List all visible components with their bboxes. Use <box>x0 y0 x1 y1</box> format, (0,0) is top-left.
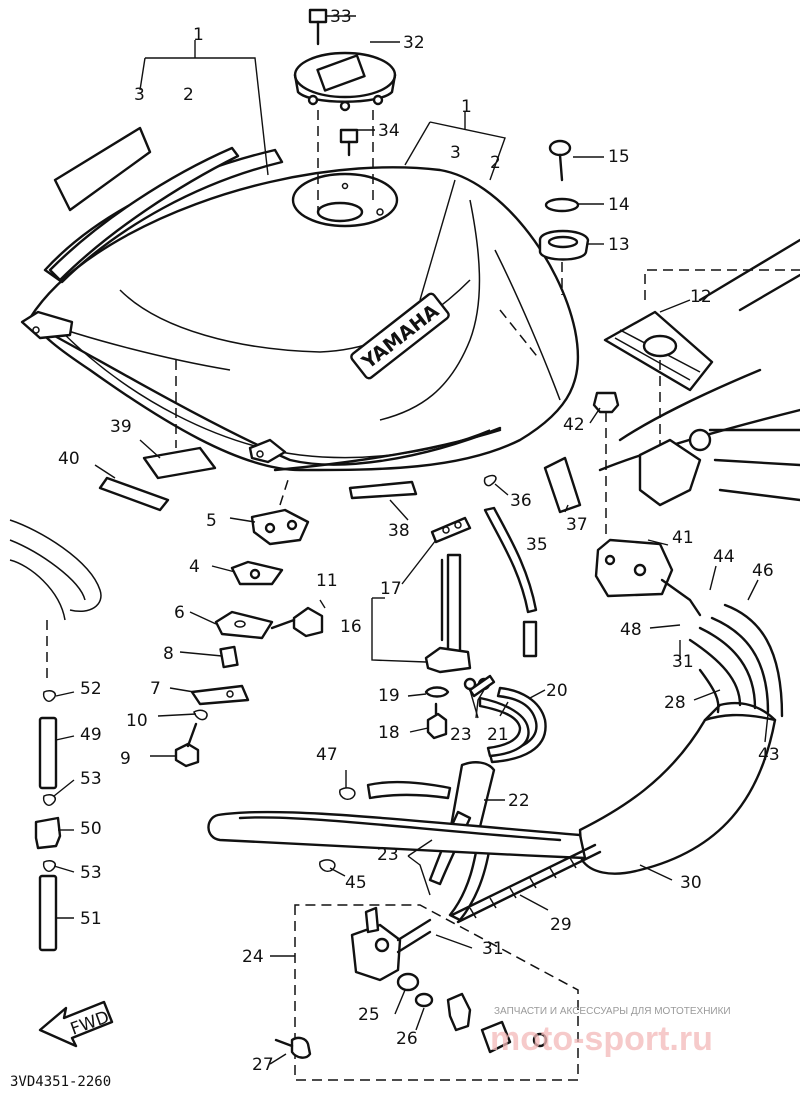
part-label: 50 <box>80 819 102 839</box>
part-label: 11 <box>316 571 338 591</box>
part-label: 38 <box>388 521 410 541</box>
part-label: 5 <box>206 511 217 531</box>
part-label: 15 <box>608 147 630 167</box>
part-label: 25 <box>358 1005 380 1025</box>
fuel-pipe-assembly <box>371 516 472 674</box>
part-label: 52 <box>80 679 102 699</box>
part-label: 27 <box>252 1055 274 1075</box>
part-label: 49 <box>80 725 102 745</box>
part-label: 22 <box>508 791 530 811</box>
fuel-tank <box>20 148 580 472</box>
part-label: 51 <box>80 909 102 929</box>
breather-hose <box>483 474 538 658</box>
label-brackets <box>139 40 506 301</box>
part-label: 34 <box>378 121 400 141</box>
part-label: 42 <box>563 415 585 435</box>
part-label: 8 <box>163 644 174 664</box>
part-label: 26 <box>396 1029 418 1049</box>
part-label: 53 <box>80 769 102 789</box>
part-label: 17 <box>380 579 402 599</box>
filler-opening <box>291 172 399 228</box>
part-label: 3 <box>134 85 145 105</box>
part-label: 36 <box>510 491 532 511</box>
part-label: 10 <box>126 711 148 731</box>
part-label: 23 <box>377 845 399 865</box>
part-label: 1 <box>193 25 204 45</box>
screw-washer <box>424 686 450 740</box>
part-label: 16 <box>340 617 362 637</box>
part-label: 6 <box>174 603 185 623</box>
leader-lines <box>53 41 769 1065</box>
part-label: 1 <box>461 97 472 117</box>
part-label: 9 <box>120 749 131 769</box>
part-label: 13 <box>608 235 630 255</box>
watermark-logo: moto-sport.ru <box>490 1020 713 1058</box>
tank-brackets <box>174 479 326 768</box>
sub-air-tank <box>207 603 784 875</box>
part-label: 12 <box>690 287 712 307</box>
frame-section <box>598 238 800 507</box>
sender-unit <box>592 391 702 617</box>
left-hose-set <box>9 519 102 952</box>
hose-clips <box>318 780 452 873</box>
part-label: 2 <box>490 153 501 173</box>
cable <box>450 843 602 924</box>
mount-bolt-grommet <box>538 139 604 295</box>
part-label: 4 <box>189 557 200 577</box>
part-label: 33 <box>330 7 352 27</box>
part-label: 41 <box>672 528 694 548</box>
watermark: ЗАПЧАСТИ И АКСЕССУАРЫ ДЛЯ МОТОТЕХНИКИ mo… <box>490 1006 731 1058</box>
part-label: 23 <box>450 725 472 745</box>
part-label: 24 <box>242 947 264 967</box>
part-label: 3 <box>450 143 461 163</box>
diagram-code: 3VD4351-2260 <box>10 1074 111 1090</box>
fuel-cock-assembly <box>274 904 579 1081</box>
part-label: 35 <box>526 535 548 555</box>
part-label: 47 <box>316 745 338 765</box>
part-label: 21 <box>487 725 509 745</box>
part-label: 32 <box>403 33 425 53</box>
part-label: 28 <box>664 693 686 713</box>
part-label: 19 <box>378 686 400 706</box>
tank-decal-left <box>48 126 240 282</box>
part-label: 43 <box>758 745 780 765</box>
fuel-cap-assembly <box>293 8 397 210</box>
part-label: 44 <box>713 547 735 567</box>
fwd-label: FWD <box>68 1007 112 1039</box>
part-label: 14 <box>608 195 630 215</box>
part-label: 40 <box>58 449 80 469</box>
part-label: 20 <box>546 681 568 701</box>
part-label: 45 <box>345 873 367 893</box>
part-label: 29 <box>550 915 572 935</box>
part-label: 18 <box>378 723 400 743</box>
part-label: 30 <box>680 873 702 893</box>
part-label: 46 <box>752 561 774 581</box>
part-label: 53 <box>80 863 102 883</box>
part-label: 48 <box>620 620 642 640</box>
part-label: 37 <box>566 515 588 535</box>
part-label: 7 <box>150 679 161 699</box>
part-labels: 1 2 3 1 3 2 33 32 34 15 14 13 12 42 36 3… <box>58 7 780 1075</box>
part-label: 39 <box>110 417 132 437</box>
part-label: 31 <box>482 939 504 959</box>
fwd-arrow: FWD <box>38 1000 114 1048</box>
part-label: 31 <box>672 652 694 672</box>
part-label: 2 <box>183 85 194 105</box>
rubber-pads <box>98 360 582 514</box>
watermark-caption: ЗАПЧАСТИ И АКСЕССУАРЫ ДЛЯ МОТОТЕХНИКИ <box>494 1006 731 1017</box>
